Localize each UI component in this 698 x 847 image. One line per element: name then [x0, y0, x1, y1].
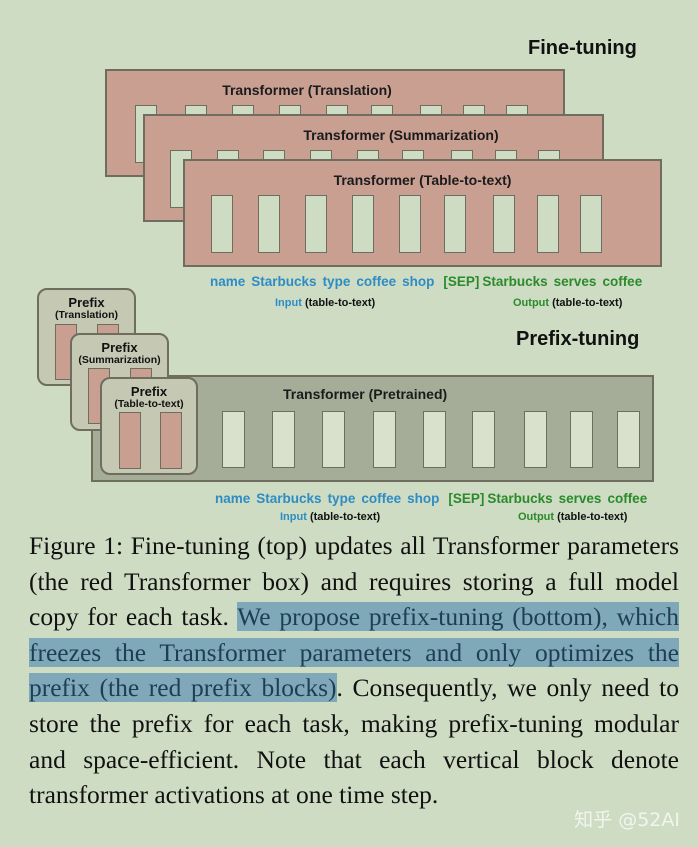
output-token: coffee [607, 491, 648, 506]
input-token: coffee [356, 274, 397, 289]
watermark: 知乎 @52AI [574, 809, 680, 831]
input-token: type [322, 274, 351, 289]
prefix-task-label: (Table-to-text) [114, 398, 184, 410]
activation-block [258, 195, 280, 253]
input-token: coffee [361, 491, 402, 506]
input-token: type [327, 491, 356, 506]
fine-tuning-title: Fine-tuning [528, 37, 637, 59]
input-token: Starbucks [251, 274, 317, 289]
input-token: name [215, 491, 251, 506]
output-token: serves [553, 274, 597, 289]
activation-block [444, 195, 466, 253]
transformer-table-to-text-box: Transformer (Table-to-text) [183, 159, 662, 267]
prefix-tuning-title: Prefix-tuning [516, 328, 640, 350]
fine-tuning-input-caption: Input (table-to-text) [275, 297, 376, 309]
input-token: Starbucks [256, 491, 322, 506]
input-token: shop [407, 491, 440, 506]
activation-block [211, 195, 233, 253]
activation-block [399, 195, 421, 253]
transformer-summarization-label: Transformer (Summarization) [303, 127, 499, 143]
caption-text: Figure 1: Fine-tuning (top) updates all … [29, 531, 679, 632]
activation-block [222, 411, 245, 468]
activation-block [352, 195, 374, 253]
activation-block [472, 411, 495, 468]
activation-block [423, 411, 446, 468]
caption-highlighted-text[interactable]: We propose prefix-tuning (bottom), which… [29, 602, 679, 703]
activation-block [322, 411, 345, 468]
prefix-table-to-text-box: Prefix (Table-to-text) [100, 377, 198, 475]
activation-block [305, 195, 327, 253]
prefix-label: Prefix [130, 384, 168, 399]
output-token: [SEP] [443, 274, 480, 289]
activation-block [524, 411, 547, 468]
output-token: Starbucks [487, 491, 553, 506]
input-token: shop [402, 274, 435, 289]
prefix-task-label: (Translation) [54, 309, 118, 321]
activation-block [272, 411, 295, 468]
prefix-block [160, 412, 182, 469]
caption-text: . Consequently, we only need to store th… [29, 673, 680, 810]
activation-block [373, 411, 396, 468]
prefix-block [119, 412, 141, 469]
transformer-table-to-text-label: Transformer (Table-to-text) [333, 172, 512, 188]
transformer-pretrained-label: Transformer (Pretrained) [283, 386, 448, 402]
activation-block [537, 195, 559, 253]
activation-block [580, 195, 602, 253]
prefix-tuning-input-caption: Input (table-to-text) [280, 511, 381, 523]
output-token: serves [558, 491, 602, 506]
prefix-tuning-output-caption: Output (table-to-text) [518, 511, 628, 523]
activation-block [570, 411, 593, 468]
output-token: [SEP] [448, 491, 485, 506]
output-token: Starbucks [482, 274, 548, 289]
transformer-translation-label: Transformer (Translation) [222, 82, 392, 98]
prefix-label: Prefix [68, 295, 105, 310]
prefix-task-label: (Summarization) [78, 354, 161, 366]
output-token: coffee [602, 274, 643, 289]
figure-caption: Figure 1: Fine-tuning (top) updates all … [29, 528, 679, 813]
fine-tuning-output-caption: Output (table-to-text) [513, 297, 623, 309]
activation-block [617, 411, 640, 468]
prefix-label: Prefix [101, 340, 138, 355]
activation-block [493, 195, 515, 253]
input-token: name [210, 274, 246, 289]
